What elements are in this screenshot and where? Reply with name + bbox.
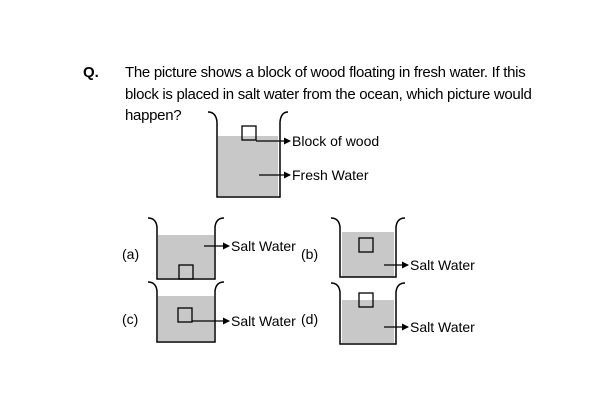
question-text-line-2: block is placed in salt water from the o… — [125, 86, 532, 103]
option-b-salt-water-label: Salt Water — [410, 257, 475, 273]
option-b: (b) Salt Water — [301, 217, 475, 278]
option-a: (a) Salt Water — [122, 217, 296, 280]
option-d-label: (d) — [301, 311, 318, 327]
option-b-beaker-outline — [330, 217, 406, 278]
fresh-water-fill — [218, 136, 278, 196]
option-c-label: (c) — [122, 311, 138, 327]
option-b-water-fill — [342, 232, 394, 277]
option-c-wood-block-icon — [177, 307, 193, 323]
option-c-beaker-outline — [147, 281, 225, 343]
option-d-beaker-outline — [330, 282, 406, 345]
option-d: (d) Salt Water — [301, 282, 475, 345]
option-b-label: (b) — [301, 246, 318, 262]
option-d-wood-block-icon — [358, 292, 374, 308]
question-label: Q. — [83, 64, 99, 81]
wood-block-icon — [241, 125, 257, 141]
option-a-salt-water-label: Salt Water — [231, 238, 296, 254]
block-of-wood-label: Block of wood — [292, 133, 379, 149]
option-b-wood-block-icon — [358, 237, 374, 253]
option-d-salt-water-label: Salt Water — [410, 319, 475, 335]
question-text-line-1: The picture shows a block of wood floati… — [125, 64, 526, 81]
option-a-label: (a) — [122, 246, 139, 262]
main-beaker-outline — [207, 111, 289, 198]
fresh-water-label: Fresh Water — [292, 167, 369, 183]
option-c-salt-water-label: Salt Water — [231, 313, 296, 329]
option-a-water-fill — [158, 235, 214, 278]
question-text-line-3: happen? — [125, 107, 182, 124]
main-beaker: Block of wood Fresh Water — [207, 111, 379, 198]
option-a-wood-block-icon — [178, 264, 194, 280]
option-c-water-fill — [158, 296, 214, 341]
option-c: (c) Salt Water — [122, 281, 296, 343]
